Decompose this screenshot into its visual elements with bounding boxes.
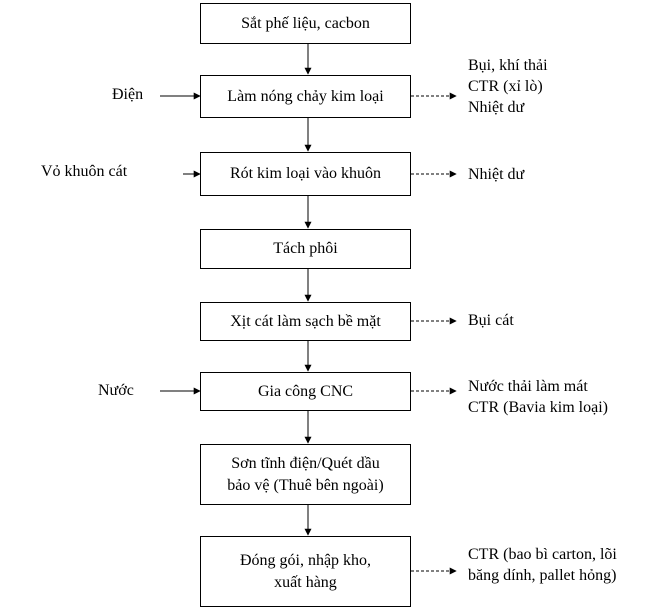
output-line: CTR (xỉ lò) xyxy=(468,78,543,95)
step-label: Sắt phế liệu, cacbon xyxy=(241,14,370,32)
step-label: Làm nóng chảy kim loại xyxy=(227,87,384,105)
step-box-painting: Sơn tĩnh điện/Quét dầu bảo vệ (Thuê bên … xyxy=(200,444,411,505)
output-cnc: Nước thải làm mát CTR (Bavia kim loại) xyxy=(468,376,608,418)
input-electricity: Điện xyxy=(112,86,144,103)
output-packing: CTR (bao bì carton, lõi băng dính, palle… xyxy=(468,544,617,586)
input-water: Nước xyxy=(98,382,134,399)
step-box-cnc: Gia công CNC xyxy=(200,372,411,411)
step-label: Tách phôi xyxy=(273,240,338,257)
step-label: Xịt cát làm sạch bề mặt xyxy=(230,312,381,330)
output-sandblasting: Bụi cát xyxy=(468,310,514,331)
input-sand-mold: Vỏ khuôn cát xyxy=(41,163,128,180)
step-label: Gia công CNC xyxy=(257,382,354,400)
step-label: Sơn tĩnh điện/Quét dầu bảo vệ (Thuê bên … xyxy=(227,454,384,494)
output-line: CTR (Bavia kim loại) xyxy=(468,399,608,416)
output-line: Nhiệt dư xyxy=(468,166,525,183)
step-box-separation: Tách phôi xyxy=(200,229,411,269)
output-line: CTR (bao bì carton, lõi xyxy=(468,546,617,563)
step-box-scrap-iron: Sắt phế liệu, cacbon xyxy=(200,3,411,44)
step-box-packing: Đóng gói, nhập kho, xuất hàng xyxy=(200,536,411,607)
output-melting: Bụi, khí thải CTR (xỉ lò) Nhiệt dư xyxy=(468,55,548,118)
output-line: Bụi cát xyxy=(468,312,514,329)
step-box-melting: Làm nóng chảy kim loại xyxy=(200,75,411,118)
output-line: băng dính, pallet hỏng) xyxy=(468,567,617,584)
step-label: Rót kim loại vào khuôn xyxy=(229,165,382,182)
output-line: Nước thải làm mát xyxy=(468,378,588,395)
output-pouring: Nhiệt dư xyxy=(468,164,524,185)
output-line: Bụi, khí thải xyxy=(468,57,548,74)
output-line: Nhiệt dư xyxy=(468,99,525,116)
step-box-sandblasting: Xịt cát làm sạch bề mặt xyxy=(200,302,411,341)
step-box-pouring: Rót kim loại vào khuôn xyxy=(200,152,411,196)
step-label: Đóng gói, nhập kho, xuất hàng xyxy=(239,551,372,591)
